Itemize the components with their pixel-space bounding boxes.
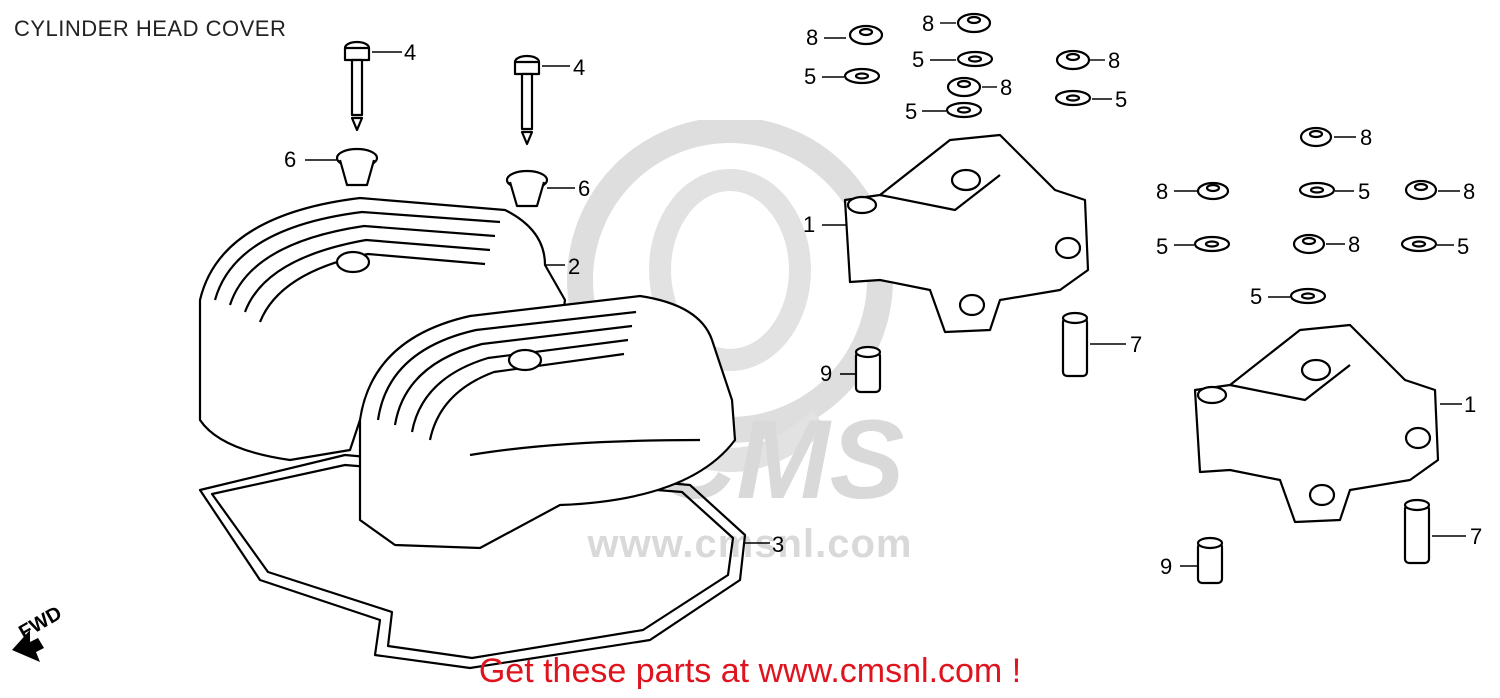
callout-8b: 8 — [922, 11, 934, 36]
callout-5f: 5 — [1156, 234, 1168, 259]
diagram-title: CYLINDER HEAD COVER — [14, 16, 287, 41]
callout-8c: 8 — [1108, 48, 1120, 73]
callout-8d: 8 — [1000, 75, 1012, 100]
nut-washer-part — [843, 12, 1438, 305]
callout-6b: 6 — [578, 176, 590, 201]
callout-labels: 4 4 6 6 2 3 1 1 7 7 9 9 8 8 8 8 8 8 8 8 … — [284, 11, 1482, 579]
callout-4a: 4 — [404, 40, 416, 65]
callout-8h: 8 — [1348, 232, 1360, 257]
callout-7a: 7 — [1130, 332, 1142, 357]
rocker-holder-part — [843, 133, 1440, 524]
callout-8e: 8 — [1360, 125, 1372, 150]
head-cover-part — [198, 196, 737, 550]
callout-3: 3 — [772, 532, 784, 557]
callout-dashes — [822, 22, 1460, 298]
callout-5e: 5 — [1358, 179, 1370, 204]
callout-8g: 8 — [1463, 179, 1475, 204]
watermark-site-text: www.cmsnl.com — [587, 522, 913, 566]
callout-1b: 1 — [1464, 392, 1476, 417]
dowel-part — [854, 311, 1431, 585]
callout-4b: 4 — [573, 55, 585, 80]
callout-9a: 9 — [820, 361, 832, 386]
callout-5d: 5 — [905, 99, 917, 124]
callout-5a: 5 — [804, 64, 816, 89]
leader-lines — [305, 51, 1466, 567]
callout-7b: 7 — [1470, 524, 1482, 549]
callout-2: 2 — [568, 254, 580, 279]
callout-6a: 6 — [284, 147, 296, 172]
callout-1a: 1 — [803, 212, 815, 237]
footer-cta[interactable]: Get these parts at www.cmsnl.com ! — [478, 652, 1022, 690]
grommet-part — [335, 147, 549, 208]
callout-8a: 8 — [806, 25, 818, 50]
callout-9b: 9 — [1160, 554, 1172, 579]
callout-5g: 5 — [1457, 234, 1469, 259]
bolt-part — [343, 40, 541, 146]
fwd-arrow-icon — [12, 630, 44, 662]
callout-5h: 5 — [1250, 284, 1262, 309]
callout-8f: 8 — [1156, 179, 1168, 204]
callout-5b: 5 — [912, 47, 924, 72]
callout-5c: 5 — [1115, 87, 1127, 112]
